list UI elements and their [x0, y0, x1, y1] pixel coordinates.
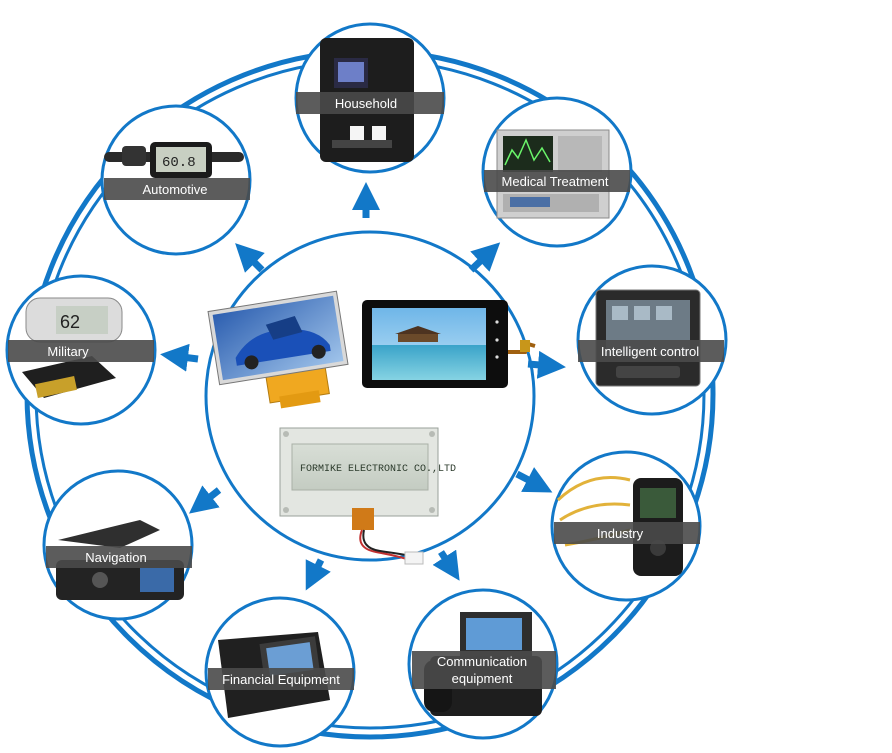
- arrow-military: [160, 343, 199, 372]
- arrow-industry: [515, 467, 553, 493]
- app-medical: Medical Treatment: [481, 96, 633, 248]
- label-navigation: Navigation: [85, 550, 146, 565]
- lcd-text: FORMIKE ELECTRONIC CO.,LTD: [300, 464, 456, 475]
- label-medical: Medical Treatment: [502, 174, 609, 189]
- app-automotive: 60.8 Automotive: [100, 104, 252, 256]
- app-communication: Communication equipment: [407, 588, 559, 740]
- label-industry: Industry: [597, 526, 644, 541]
- car-navigator-icon: [56, 520, 184, 600]
- app-household: Household: [294, 22, 446, 174]
- app-military: 62 Military: [5, 274, 157, 426]
- character-lcd-image: FORMIKE ELECTRONIC CO.,LTD: [279, 427, 456, 565]
- bike-computer-digits: 62: [60, 312, 80, 332]
- label-intelligent: Intelligent control: [601, 344, 699, 359]
- arrow-navigation: [189, 485, 222, 514]
- arrow-intelligent: [527, 350, 566, 379]
- arrow-financial: [305, 558, 331, 591]
- app-navigation: Navigation: [42, 469, 194, 621]
- app-intelligent: Intelligent control: [576, 264, 728, 416]
- spectrum-analyzer-icon: [496, 129, 610, 219]
- ebike-digits: 60.8: [162, 155, 196, 171]
- arrow-medical: [468, 242, 501, 273]
- label-communication-line2: equipment: [452, 671, 513, 686]
- app-industry: Industry: [550, 450, 702, 602]
- label-household: Household: [335, 96, 397, 111]
- bike-computer-icon: 62: [22, 297, 123, 399]
- label-communication-line1: Communication: [437, 654, 527, 669]
- wall-control-panel-icon: [595, 289, 701, 387]
- label-military: Military: [47, 344, 89, 359]
- label-financial: Financial Equipment: [222, 672, 340, 687]
- tft-module-image: [207, 290, 349, 409]
- app-financial: Financial Equipment: [204, 596, 356, 748]
- label-automotive: Automotive: [142, 182, 207, 197]
- arrow-communication: [432, 549, 460, 581]
- ebike-display-icon: 60.8: [104, 142, 244, 178]
- arrow-automotive: [235, 243, 265, 273]
- framed-display-image: [362, 300, 536, 388]
- arrows: [160, 182, 566, 591]
